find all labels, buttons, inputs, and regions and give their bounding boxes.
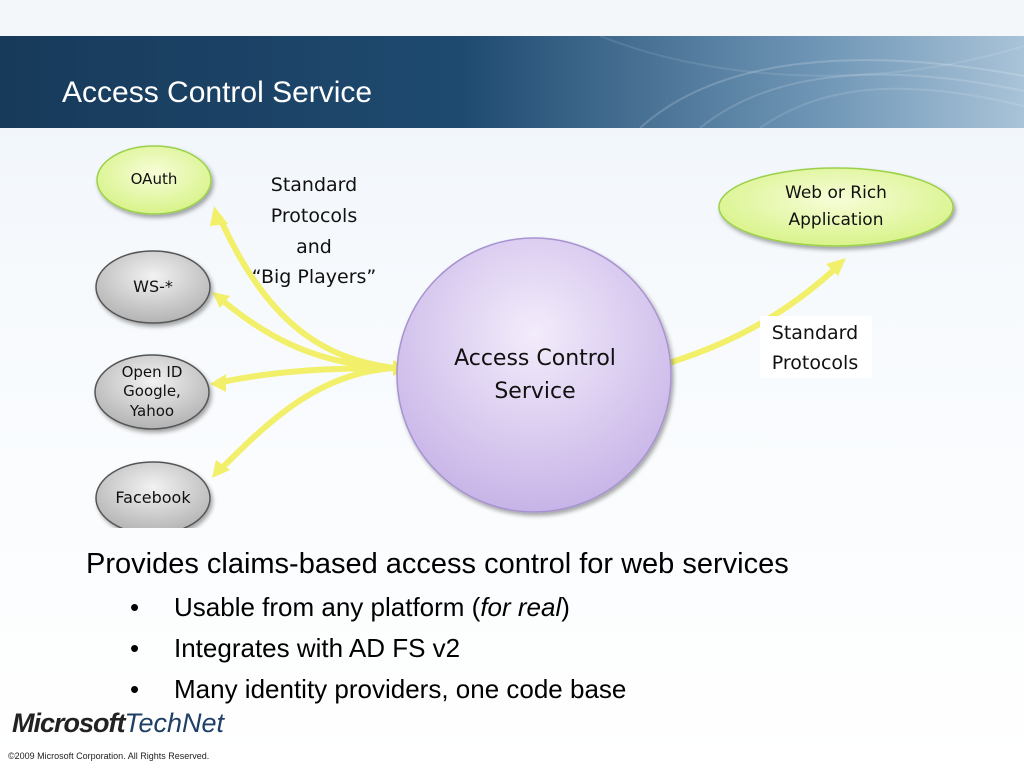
copyright: ©2009 Microsoft Corporation. All Rights … — [8, 751, 210, 761]
slide-body: Provides claims-based access control for… — [86, 548, 986, 710]
oauth-label: OAuth — [130, 170, 178, 189]
bullet-dot-icon: • — [130, 674, 140, 704]
openid-label: Open ID Google, Yahoo — [121, 363, 183, 420]
diagram-canvas — [94, 145, 954, 528]
bullet-item: • Many identity providers, one code base — [130, 669, 986, 710]
right-annotation: Standard Protocols — [771, 322, 859, 375]
application-node — [718, 167, 954, 247]
slide-title: Access Control Service — [62, 76, 373, 109]
annotation-backdrop — [760, 316, 872, 378]
bullet-item: • Integrates with AD FS v2 — [130, 628, 986, 669]
facebook-label: Facebook — [115, 487, 191, 507]
access-control-node — [396, 237, 672, 513]
logo-product: TechNet — [124, 708, 225, 738]
bullet-text: Usable from any platform ( — [174, 592, 481, 622]
oauth-node — [96, 145, 212, 215]
bullet-list: • Usable from any platform (for real) • In… — [130, 587, 986, 710]
access-control-label: Access Control Service — [454, 346, 616, 404]
bullet-item: • Usable from any platform (for real) — [130, 587, 986, 628]
technet-logo: MicrosoftTechNet — [12, 708, 224, 739]
main-statement: Provides claims-based access control for… — [86, 548, 789, 580]
bullet-dot-icon: • — [130, 592, 140, 622]
diagram: OAuth WS-* Open ID Google, Yahoo Faceboo… — [0, 128, 1024, 528]
ws-node — [95, 250, 211, 324]
left-annotation: Standard Protocols and “Big Players” — [251, 174, 377, 289]
bullet-tail: ) — [561, 592, 570, 622]
title-band — [0, 36, 1024, 128]
top-strip — [0, 0, 1024, 36]
arrow-to-facebook — [212, 365, 398, 478]
bullet-text: Many identity providers, one code base — [174, 674, 627, 704]
openid-node — [94, 354, 210, 430]
application-label: Web or Rich Application — [785, 182, 887, 230]
bullet-dot-icon: • — [130, 633, 140, 663]
facebook-node — [95, 461, 211, 528]
title-band-swirl — [599, 36, 1024, 128]
bullet-text: Integrates with AD FS v2 — [174, 633, 461, 663]
arrow-to-openid — [210, 365, 398, 392]
ws-label: WS-* — [133, 276, 173, 296]
logo-brand: Microsoft — [12, 708, 125, 738]
bullet-italic: for real — [480, 592, 562, 622]
